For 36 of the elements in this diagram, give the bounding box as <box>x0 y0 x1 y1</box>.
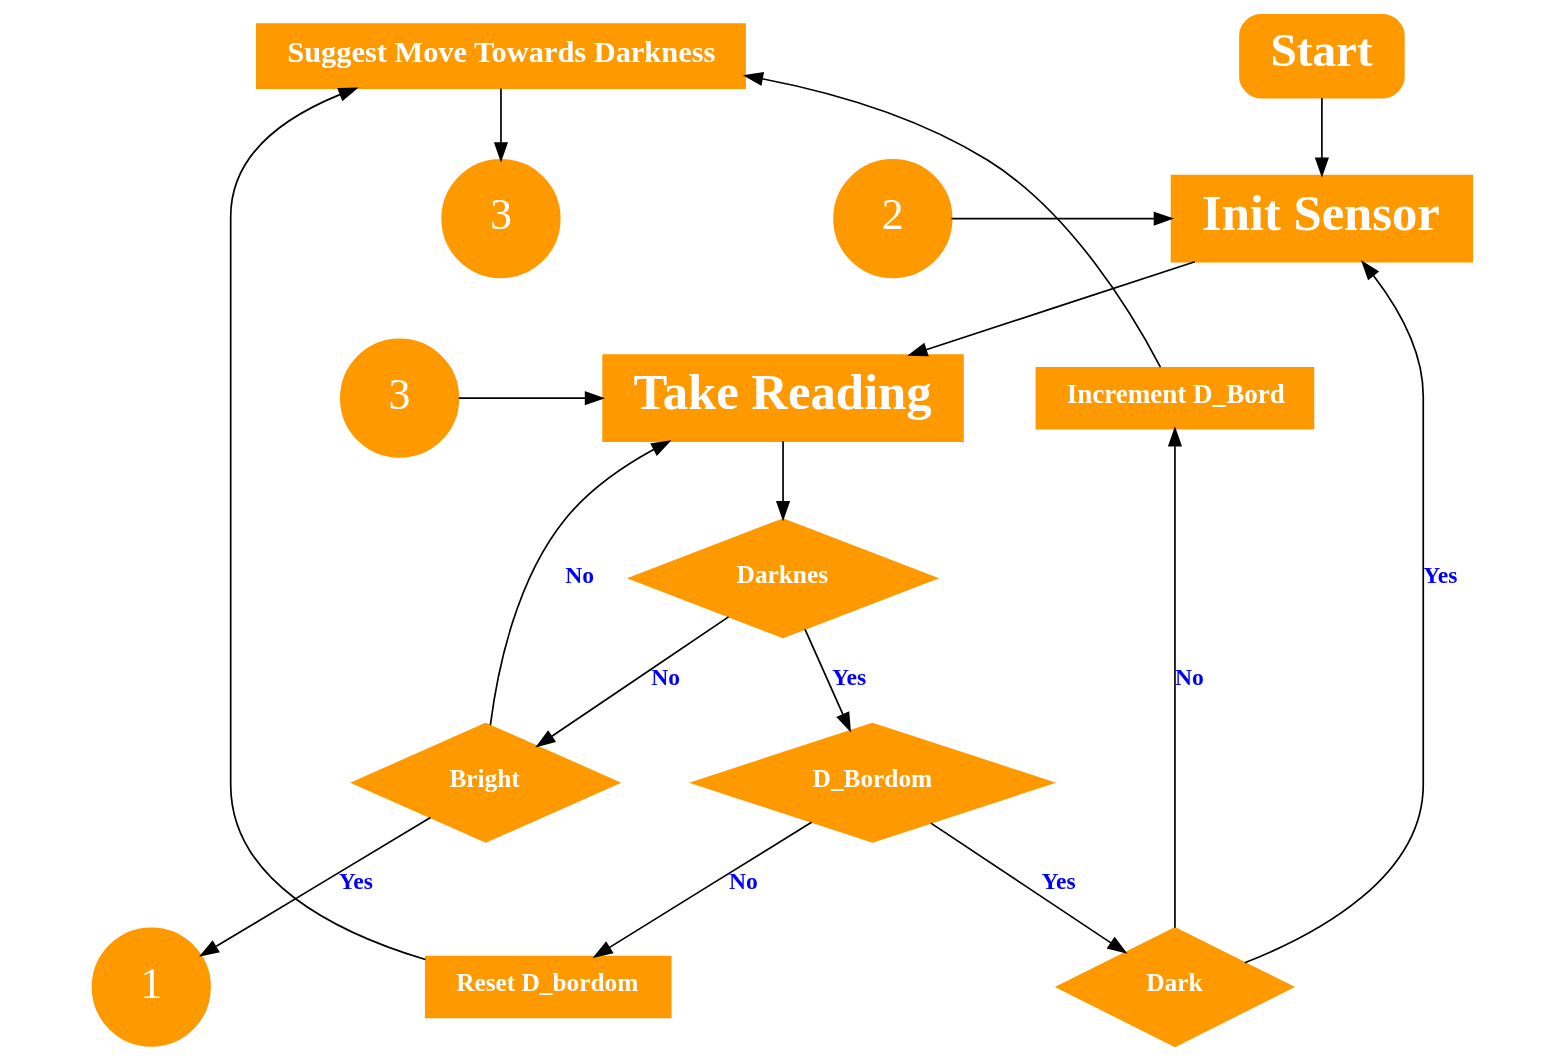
arrow <box>775 440 790 522</box>
arrow <box>1167 426 1182 929</box>
arrow <box>457 391 605 406</box>
arrow <box>592 821 812 958</box>
arrow <box>929 822 1127 954</box>
edge-label: Yes <box>1041 868 1076 895</box>
node-diamond: Bright <box>349 722 621 843</box>
arrow <box>489 440 671 727</box>
arrow <box>229 87 426 961</box>
node-diamond: Darknes <box>626 518 939 639</box>
edge-label: No <box>650 664 680 691</box>
node-box: Reset D_bordom <box>424 955 672 1019</box>
edge-label: Yes <box>338 868 373 895</box>
arrow <box>906 260 1196 357</box>
node-circle: 2 <box>832 158 952 279</box>
node-circle: 1 <box>91 927 211 1047</box>
node-diamond: Dark <box>1054 927 1295 1048</box>
arrow <box>1314 97 1329 178</box>
edge-label: Yes <box>831 664 866 691</box>
arrow <box>493 87 508 163</box>
node-box: Init Sensor <box>1170 174 1473 263</box>
node-diamond: D_Bordom <box>688 722 1056 843</box>
arrow <box>742 71 1161 368</box>
arrow <box>803 628 851 733</box>
node-box: Increment D_Bord <box>1035 366 1314 430</box>
node-circle: 3 <box>339 338 459 458</box>
arrow <box>534 616 729 748</box>
edge-label: No <box>564 561 594 588</box>
arrow <box>198 816 431 957</box>
node-circle: 3 <box>440 158 561 279</box>
arrow <box>1243 260 1424 964</box>
node-box: Start <box>1238 13 1405 99</box>
node-box: Suggest Move Towards Darkness <box>255 23 746 90</box>
node-box: Take Reading <box>601 354 964 443</box>
edge-label: No <box>728 868 758 895</box>
arrow <box>950 211 1174 226</box>
